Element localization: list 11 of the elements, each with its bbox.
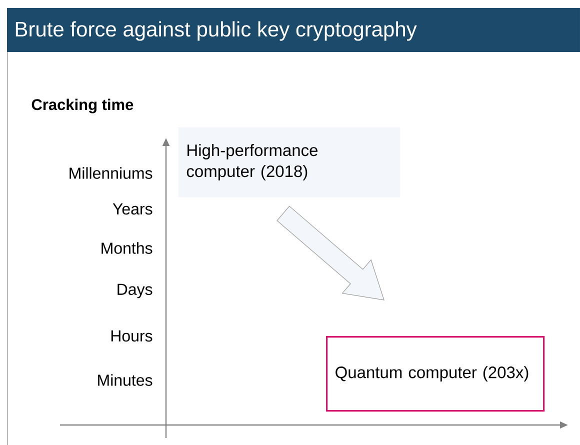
tick-label: Millenniums <box>70 167 152 179</box>
axis-title: Cracking time <box>32 98 134 114</box>
title-bar: Brute force against public key cryptography <box>7 8 580 52</box>
block-arrow <box>276 206 384 300</box>
tick-label: Years <box>112 203 152 215</box>
tick-label: Hours <box>111 330 152 342</box>
tick-label: Days <box>118 284 152 298</box>
outlined-box: Quantum computer (203x) <box>326 336 545 412</box>
tick-label: Months <box>102 242 152 254</box>
tick-label: Minutes <box>98 374 152 386</box>
highlight-box: High-performance computer (2018) <box>178 127 400 198</box>
